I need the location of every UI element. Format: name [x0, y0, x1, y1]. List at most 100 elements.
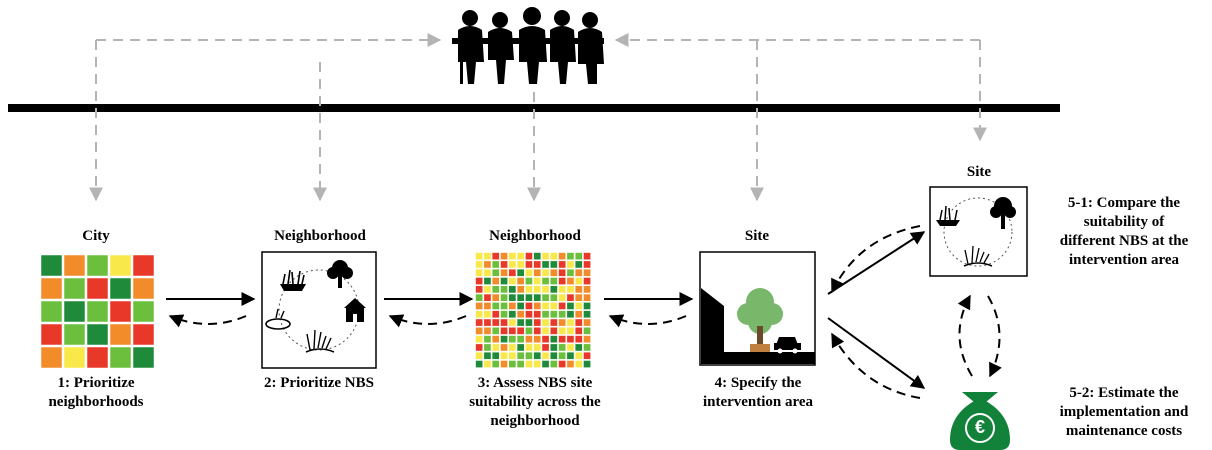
nbs-options-panel [261, 251, 377, 369]
neighborhood-cell [500, 269, 508, 277]
neighborhood-cell [542, 344, 549, 351]
neighborhood-cell [583, 310, 591, 318]
neighborhood-cell [484, 294, 491, 301]
neighborhood-cell [583, 327, 591, 335]
neighborhood-cell [550, 277, 558, 285]
neighborhood-cell [525, 286, 533, 293]
neighborhood-cell [575, 344, 583, 351]
site-label-1: Site [744, 228, 770, 244]
neighborhood-cell [558, 261, 566, 268]
neighborhood-cell [475, 360, 483, 368]
city-cell [110, 347, 131, 368]
tree-icon [327, 260, 353, 288]
neighborhood-cell [517, 261, 524, 268]
neighborhood-cell [542, 252, 549, 260]
neighborhood-cell [575, 286, 583, 293]
neighborhood-cell [550, 269, 558, 277]
neighborhood-cell [509, 360, 516, 368]
neighborhood-cell [517, 277, 524, 285]
neighborhood-cell [583, 286, 591, 293]
neighborhood-cell [575, 319, 583, 326]
neighborhood-cell [583, 302, 591, 310]
city-cell [41, 255, 62, 276]
step-1-caption: 1: Prioritize neighborhoods [48, 375, 144, 410]
city-cell [64, 301, 85, 322]
neighborhood-cell [509, 286, 516, 293]
neighborhood-cell [475, 286, 483, 293]
neighborhood-cell [492, 261, 500, 268]
city-cell [133, 255, 154, 276]
neighborhood-cell [492, 352, 500, 360]
neighborhood-cell [525, 360, 533, 368]
neighborhood-cell [542, 319, 549, 326]
neighborhood-cell [517, 286, 524, 293]
city-cell [87, 324, 108, 345]
neighborhood-cell [517, 310, 524, 318]
city-cell [41, 301, 62, 322]
neighborhood-cell [492, 319, 500, 326]
neighborhood-cell [567, 327, 574, 335]
neighborhood-cell [475, 352, 483, 360]
neighborhood-cell [509, 294, 516, 301]
neighborhood-cell [575, 252, 583, 260]
neighborhood-cell [575, 327, 583, 335]
neighborhood-cell [542, 310, 549, 318]
neighborhood-cell [567, 310, 574, 318]
city-cell [133, 301, 154, 322]
neighborhood-cell [525, 344, 533, 351]
pond-icon [265, 308, 291, 330]
neighborhood-cell [509, 269, 516, 277]
neighborhood-cell [567, 252, 574, 260]
neighborhood-cell [475, 269, 483, 277]
neighborhood-cell [533, 344, 541, 351]
neighborhood-cell [509, 352, 516, 360]
tree-icon [737, 288, 783, 352]
neighborhood-cell [575, 360, 583, 368]
neighborhood-cell [558, 302, 566, 310]
neighborhood-cell [533, 261, 541, 268]
neighborhood-cell [525, 269, 533, 277]
neighborhood-cell [509, 310, 516, 318]
neighborhood-cell [583, 344, 591, 351]
neighborhood-cell [583, 352, 591, 360]
city-cell [41, 278, 62, 299]
neighborhood-cell [575, 335, 583, 343]
neighborhood-cell [509, 302, 516, 310]
neighborhood-cell [492, 269, 500, 277]
neighborhood-cell [475, 310, 483, 318]
stakeholder-feedback-lines [89, 33, 987, 202]
level-divider [8, 104, 1060, 112]
neighborhood-cell [558, 344, 566, 351]
neighborhood-cell [542, 286, 549, 293]
neighborhood-cell [517, 269, 524, 277]
neighborhood-cell [550, 252, 558, 260]
neighborhood-cell [509, 261, 516, 268]
neighborhood-cell [567, 294, 574, 301]
compare-nbs-panel [929, 186, 1028, 277]
city-cell [87, 347, 108, 368]
feedback-arrows [168, 225, 1002, 399]
neighborhood-cell [533, 319, 541, 326]
site-label-2: Site [966, 164, 992, 180]
neighborhood-cell [567, 344, 574, 351]
neighborhood-cell [533, 302, 541, 310]
neighborhood-cell [500, 277, 508, 285]
neighborhood-cell [550, 335, 558, 343]
neighborhood-cell [484, 302, 491, 310]
city-cell [133, 347, 154, 368]
city-heatmap [41, 255, 154, 368]
money-bag-euro-icon [950, 392, 1010, 450]
city-cell [110, 301, 131, 322]
neighborhood-cell [500, 327, 508, 335]
wetland-icon [305, 329, 335, 353]
neighborhood-cell [484, 352, 491, 360]
step-4-caption: 4: Specify the intervention area [702, 375, 814, 410]
neighborhood-cell [583, 261, 591, 268]
tree-icon [990, 197, 1016, 229]
neighborhood-cell [525, 294, 533, 301]
neighborhood-cell [583, 277, 591, 285]
stakeholders-icon [452, 7, 604, 84]
neighborhood-cell [567, 302, 574, 310]
city-cell [133, 278, 154, 299]
neighborhood-cell [533, 352, 541, 360]
